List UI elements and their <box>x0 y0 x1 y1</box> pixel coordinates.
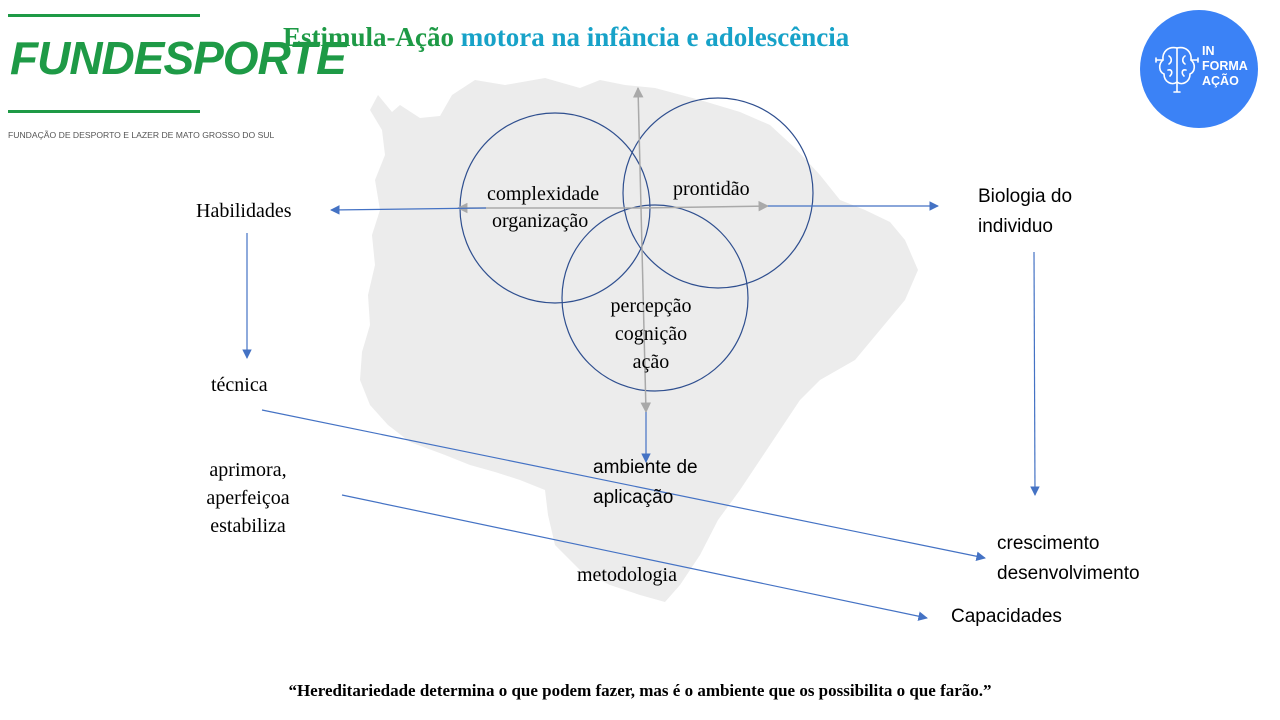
label-crescimento-block: crescimento desenvolvimento <box>997 529 1140 589</box>
label-organizacao: organização <box>491 210 589 232</box>
circle-left-label: complexidade organização <box>487 181 599 235</box>
arrow-biologia-to-crescimento <box>1030 251 1040 496</box>
label-prontidao: prontidão <box>673 178 750 200</box>
label-ambiente: ambiente de <box>593 457 698 478</box>
label-biologia-block: Biologia do individuo <box>978 182 1072 242</box>
logo-top-bar <box>8 14 200 17</box>
brain-circuit-icon <box>1155 46 1199 93</box>
informacao-badge: IN FORMA AÇÃO <box>1140 10 1258 128</box>
label-ambiente-block: ambiente de aplicação <box>593 453 698 513</box>
fundesporte-logo: FUNDESPORTE FUNDAÇÃO DE DESPORTO E LAZER… <box>8 14 347 144</box>
title-part-blue-2: e adolescência <box>686 22 850 52</box>
footer-quote: “Hereditariedade determina o que podem f… <box>288 681 992 700</box>
label-cognicao: cognição <box>614 323 688 345</box>
label-crescimento: crescimento <box>997 533 1100 554</box>
badge-line-1: IN <box>1202 44 1215 58</box>
gray-axis-vertical <box>632 86 644 209</box>
label-desenvolvimento: desenvolvimento <box>997 563 1140 584</box>
logo-subtitle: FUNDAÇÃO DE DESPORTO E LAZER DE MATO GRO… <box>8 130 275 140</box>
label-metodologia: metodologia <box>577 564 677 586</box>
gray-axis-vertical-down <box>640 207 652 414</box>
label-biologia: Biologia do <box>978 186 1073 207</box>
circle-bottom-label: percepção cognição ação <box>599 292 703 376</box>
badge-line-3: AÇÃO <box>1202 74 1239 88</box>
title-part-green-2: na infância <box>551 22 680 52</box>
background-map-shape <box>360 78 918 602</box>
label-individuo: individuo <box>978 216 1053 237</box>
label-aperfeicoa: aperfeiçoa <box>206 487 290 509</box>
gray-axis-horizontal-right <box>640 200 770 212</box>
circle-right <box>622 97 814 289</box>
arrow-aprimora-to-capacidades <box>341 494 928 621</box>
label-aprimora: aprimora, <box>209 459 287 481</box>
title-part-green: Estimula-Ação <box>283 22 454 52</box>
label-aplicacao: aplicação <box>593 487 674 508</box>
logo-wordmark: FUNDESPORTE <box>10 32 347 84</box>
label-capacidades: Capacidades <box>951 606 1062 627</box>
label-acao: ação <box>632 351 670 373</box>
badge-line-2: FORMA <box>1202 59 1248 73</box>
title-part-blue: motora <box>460 22 545 52</box>
badge-text: IN FORMA AÇÃO <box>1202 44 1248 89</box>
label-percepcao: percepção <box>610 295 692 317</box>
label-tecnica: técnica <box>211 374 268 396</box>
label-estabiliza: estabiliza <box>210 515 286 537</box>
circle-bottom <box>561 204 749 392</box>
arrow-to-habilidades <box>330 205 487 215</box>
logo-bottom-bar <box>8 110 200 113</box>
label-complexidade: complexidade <box>487 183 600 205</box>
arrow-tecnica-to-crescimento <box>261 409 986 561</box>
page-title: Estimula-Ação motora na infância e adole… <box>283 22 849 53</box>
label-habilidades: Habilidades <box>196 200 292 222</box>
label-aprimora-block: aprimora, aperfeiçoa estabiliza <box>198 456 298 540</box>
